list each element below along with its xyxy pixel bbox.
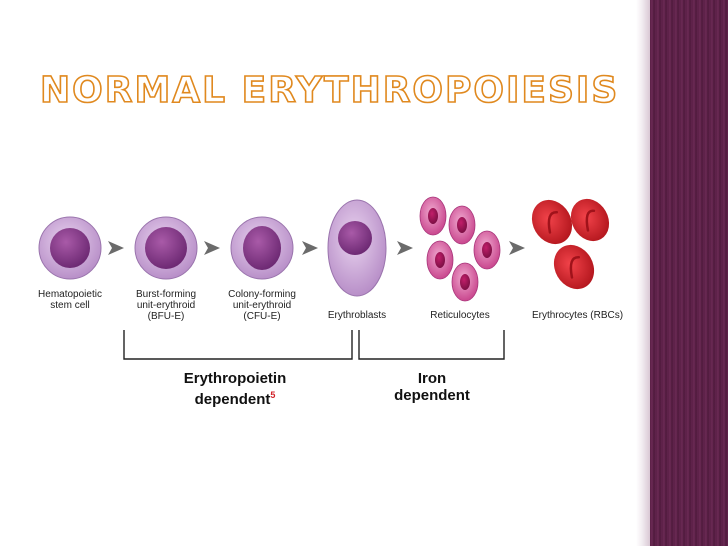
diagram-graphics (38, 196, 610, 360)
reticulocyte-cluster-icon (419, 196, 501, 302)
decorative-sidebar (650, 0, 728, 546)
erythropoiesis-diagram: Hematopoietic stem cell Burst-forming un… (0, 180, 640, 420)
erythropoietin-bracket (123, 330, 353, 360)
stage-label-stem-cell: Hematopoietic stem cell (38, 289, 102, 311)
phase-label-erythropoietin: Erythropoietin dependent5 (183, 370, 287, 408)
sidebar-edge (636, 0, 650, 546)
stage-label-bfu-e: Burst-forming unit-erythroid (BFU-E) (135, 289, 196, 322)
arrow-icon (108, 241, 124, 255)
stage-label-cfu-e: Colony-forming unit-erythroid (CFU-E) (228, 289, 296, 322)
phase-label-iron: Iron dependent (394, 370, 470, 404)
stem-cell-icon (38, 216, 102, 280)
arrow-icon (509, 241, 525, 255)
erythrocyte-cluster-icon (531, 198, 610, 290)
bfu-e-cell-icon (134, 216, 198, 280)
stage-label-erythroblasts: Erythroblasts (327, 310, 387, 321)
stage-label-erythrocytes: Erythrocytes (RBCs) (531, 310, 624, 321)
iron-bracket (358, 330, 505, 360)
arrow-icon (397, 241, 413, 255)
arrow-icon (204, 241, 220, 255)
cfu-e-cell-icon (230, 216, 294, 280)
slide-title: Normal Erythropoiesis (39, 69, 620, 112)
arrow-icon (302, 241, 318, 255)
erythroblast-cell-icon (327, 199, 387, 297)
stage-label-reticulocytes: Reticulocytes (430, 310, 490, 321)
